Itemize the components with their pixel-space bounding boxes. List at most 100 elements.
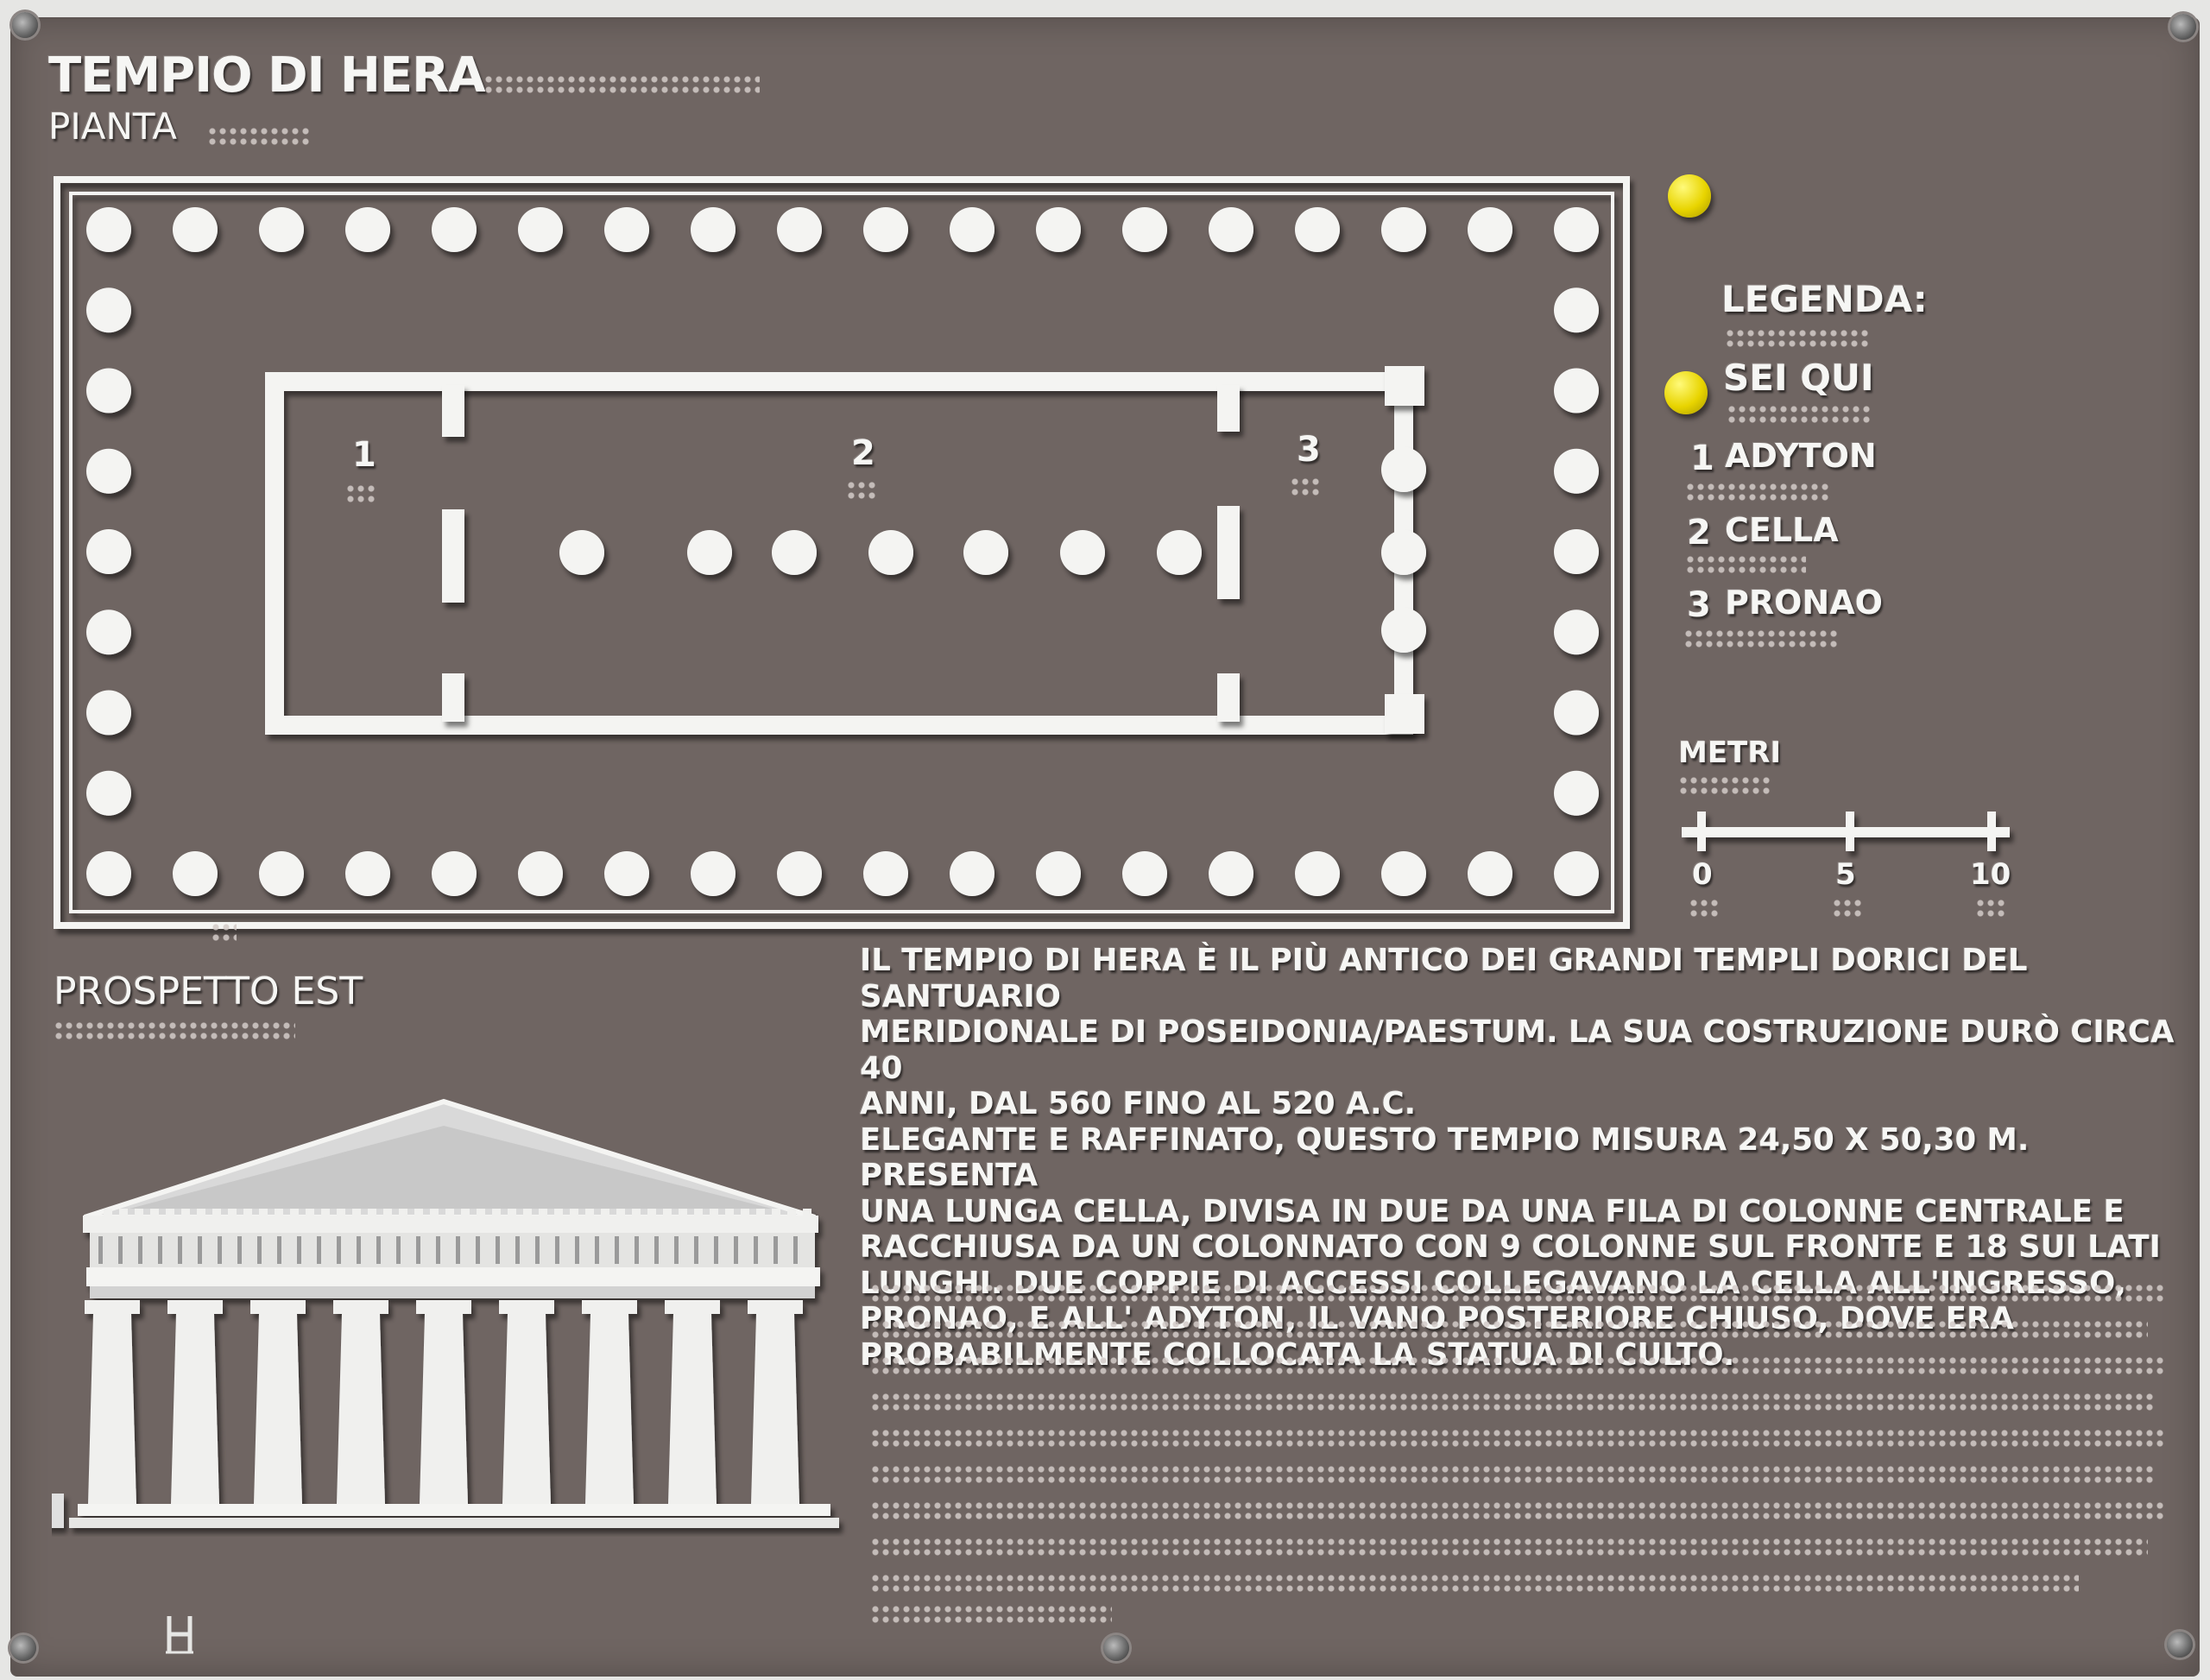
braille-ticks: [1832, 898, 1863, 920]
you-are-here-marker: [1668, 174, 1711, 218]
dentil: [306, 1209, 314, 1217]
dentil: [368, 1209, 376, 1217]
dentil: [710, 1209, 718, 1217]
braille-metri: [1678, 775, 1773, 798]
triglyph: [277, 1236, 281, 1264]
triglyph: [595, 1236, 599, 1264]
column-capital: [167, 1300, 223, 1314]
dentil: [321, 1209, 330, 1217]
triglyph: [376, 1236, 381, 1264]
column-shaft: [585, 1314, 634, 1504]
triglyph: [496, 1236, 500, 1264]
dentil: [492, 1209, 501, 1217]
triglyph: [456, 1236, 460, 1264]
triglyph: [654, 1236, 659, 1264]
dentil: [787, 1209, 796, 1217]
column-shaft: [502, 1314, 551, 1504]
room-label-adyton: 1: [352, 435, 376, 475]
triglyph: [118, 1236, 123, 1264]
column-shaft: [751, 1314, 799, 1504]
braille-line: [870, 1573, 2079, 1595]
braille-ticks: [1975, 898, 2006, 920]
dentil: [508, 1209, 516, 1217]
braille-description: [870, 1283, 2182, 1628]
dentil: [243, 1209, 252, 1217]
braille-legend: [1725, 328, 1872, 351]
dentil: [275, 1209, 283, 1217]
screw-icon: [2170, 14, 2196, 40]
triglyph: [714, 1236, 718, 1264]
dentil: [119, 1209, 128, 1217]
dentil: [337, 1209, 345, 1217]
dentil: [212, 1209, 221, 1217]
dentil: [399, 1209, 407, 1217]
triglyph: [694, 1236, 698, 1264]
dentil: [601, 1209, 609, 1217]
braille-line: [870, 1355, 2165, 1378]
triglyph: [158, 1236, 162, 1264]
elevation-label: PROSPETTO EST: [54, 969, 363, 1014]
dentil: [741, 1209, 749, 1217]
dentil: [554, 1209, 563, 1217]
dentil: [616, 1209, 625, 1217]
column-capital: [582, 1300, 637, 1314]
dentil: [166, 1209, 174, 1217]
dentil: [181, 1209, 190, 1217]
braille-line: [870, 1464, 2156, 1487]
braille-elevation: [54, 1020, 295, 1043]
dentil: [259, 1209, 268, 1217]
column-shaft: [254, 1314, 302, 1504]
triglyph: [734, 1236, 738, 1264]
braille-here: [1727, 404, 1873, 426]
legend-marker-icon: [1664, 371, 1708, 414]
triglyph: [535, 1236, 540, 1264]
triglyph: [337, 1236, 341, 1264]
triglyph: [476, 1236, 480, 1264]
screw-icon: [10, 1635, 36, 1661]
maker-logo-icon: [166, 1616, 193, 1654]
triglyph: [317, 1236, 321, 1264]
braille-ticks: [1689, 898, 1720, 920]
room-label-pronao: 3: [1297, 430, 1321, 470]
column-capital: [333, 1300, 388, 1314]
dentil: [570, 1209, 578, 1217]
column-shaft: [420, 1314, 468, 1504]
braille-room-1: [345, 483, 376, 506]
braille-line: [870, 1537, 2148, 1559]
braille-line: [870, 1428, 2165, 1450]
braille-subtitle: [207, 126, 311, 148]
dentil: [461, 1209, 470, 1217]
dentil: [632, 1209, 641, 1217]
plan-subtitle: PIANTA: [48, 105, 177, 148]
triglyph: [416, 1236, 420, 1264]
column-shaft: [337, 1314, 385, 1504]
column-shaft: [668, 1314, 717, 1504]
triglyph: [297, 1236, 301, 1264]
braille-room-3: [1290, 477, 1321, 499]
dentil: [414, 1209, 423, 1217]
column-capital: [85, 1300, 140, 1314]
braille-adyton: [1685, 482, 1832, 504]
braille-line: [870, 1319, 2148, 1342]
scale-tick-5: 5: [1835, 857, 1856, 892]
triglyph: [396, 1236, 401, 1264]
triglyph: [436, 1236, 440, 1264]
dentil: [523, 1209, 532, 1217]
legend-title: LEGENDA:: [1721, 278, 1928, 320]
triglyph: [793, 1236, 798, 1264]
triglyph: [138, 1236, 142, 1264]
dentil: [477, 1209, 485, 1217]
triglyph: [198, 1236, 202, 1264]
room-label-cella: 2: [851, 433, 875, 473]
dentil: [383, 1209, 392, 1217]
triglyph: [357, 1236, 361, 1264]
triglyph: [754, 1236, 758, 1264]
triglyph: [575, 1236, 579, 1264]
description-text: IL TEMPIO DI HERA È IL PIÙ ANTICO DEI GR…: [860, 943, 2175, 1373]
triglyph: [774, 1236, 778, 1264]
triglyph: [674, 1236, 679, 1264]
column-shaft: [88, 1314, 136, 1504]
column-capital: [416, 1300, 471, 1314]
dentil: [135, 1209, 143, 1217]
temple-east-elevation: [52, 1098, 839, 1528]
